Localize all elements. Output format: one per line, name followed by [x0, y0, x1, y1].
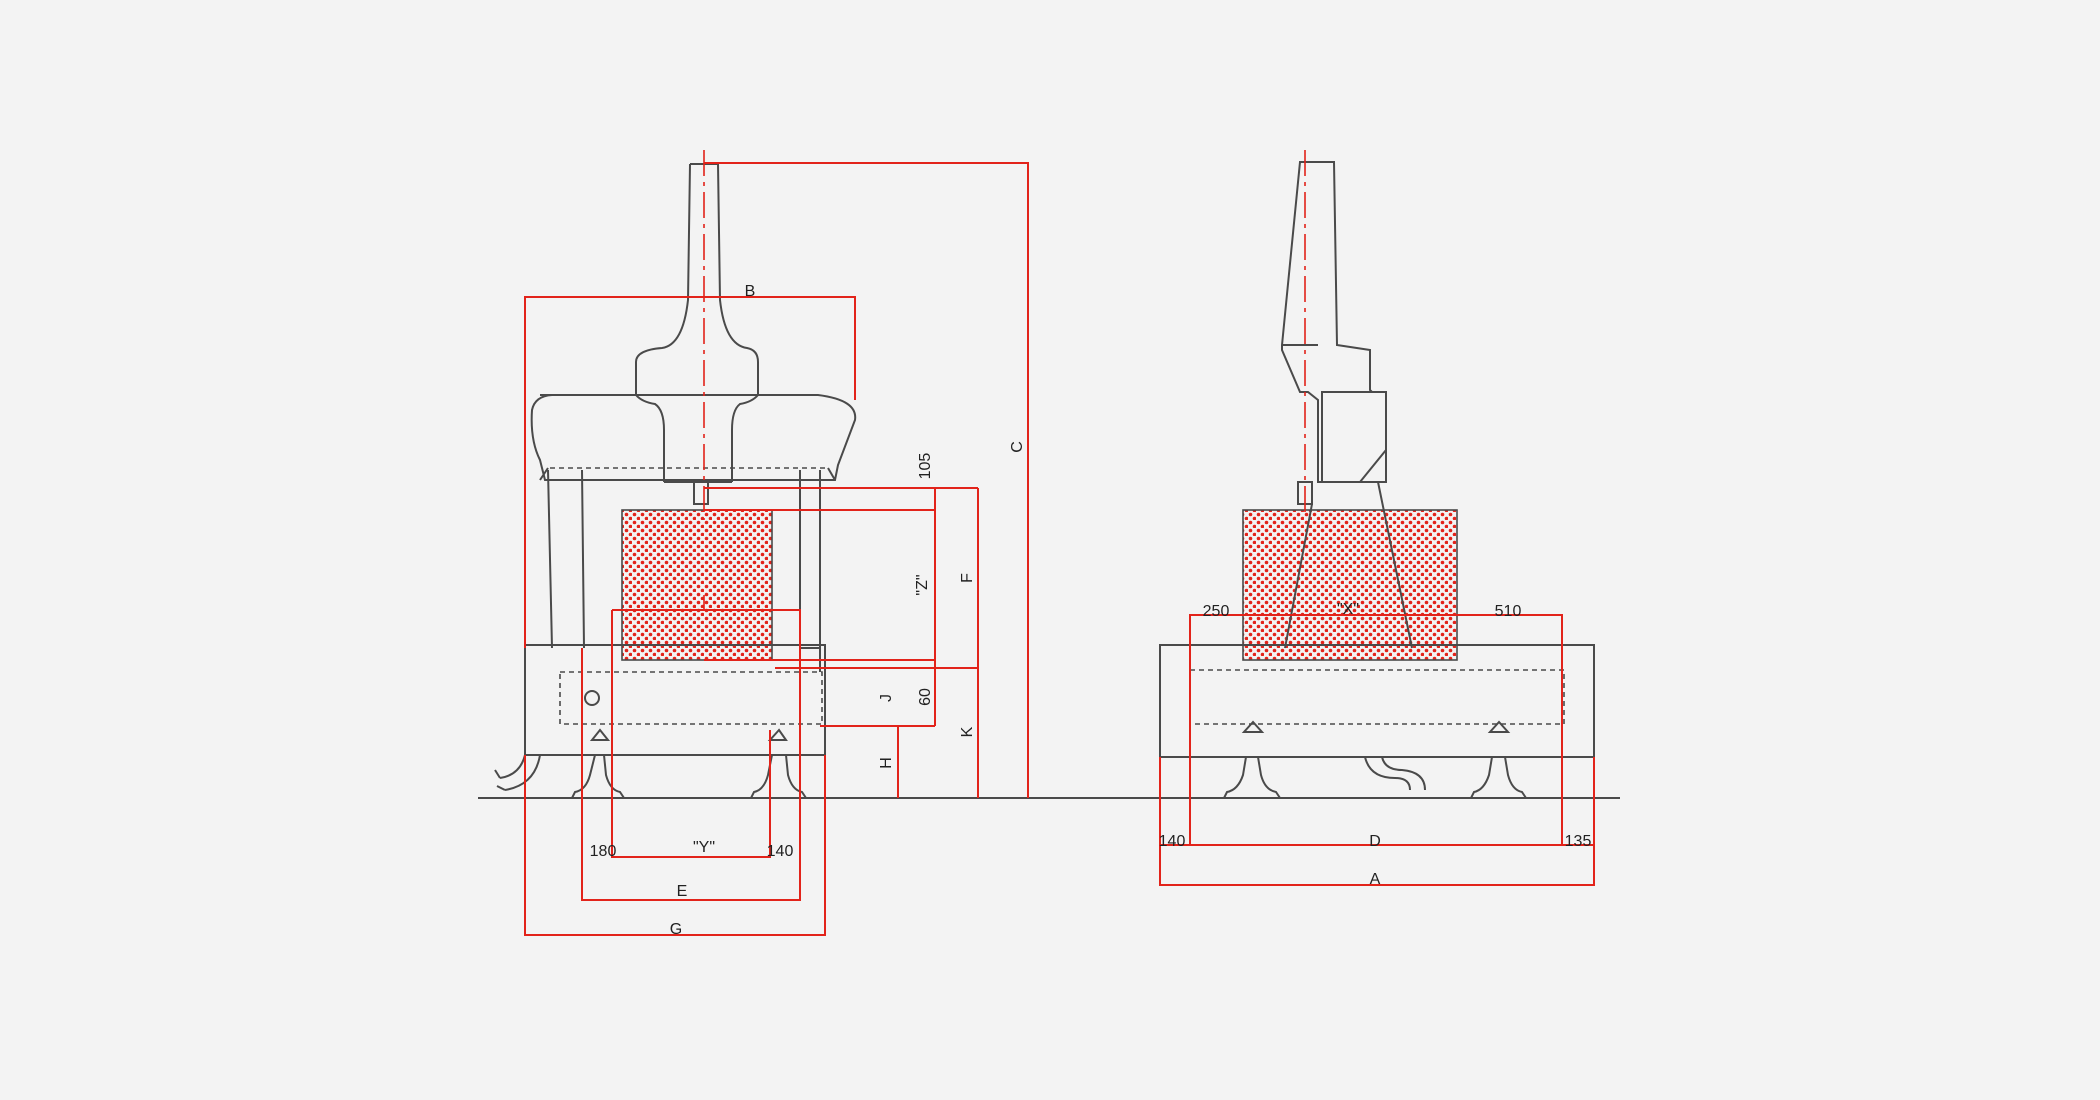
- side-measuring-volume: [1242, 509, 1458, 661]
- front-right-foot: [749, 728, 808, 799]
- dim-b-line: [524, 296, 856, 648]
- front-left-leg: [547, 469, 585, 649]
- side-quill: [1281, 161, 1387, 483]
- dim-z-lines: [704, 487, 978, 669]
- label-510: 510: [1495, 603, 1522, 620]
- label-60: 60: [917, 688, 934, 706]
- label-140-side: 140: [1159, 833, 1186, 850]
- label-c: C: [1009, 441, 1026, 453]
- label-h: H: [878, 757, 895, 769]
- label-z: "Z": [914, 574, 931, 595]
- label-250: 250: [1203, 603, 1230, 620]
- label-180: 180: [590, 843, 617, 860]
- front-measuring-volume: [621, 509, 773, 661]
- front-cable: [494, 754, 541, 791]
- dim-jh-lines: [820, 725, 935, 798]
- dim-x-rect: [1189, 614, 1563, 845]
- side-cable: [1364, 756, 1426, 791]
- side-granite-table: [1159, 644, 1595, 758]
- side-leg-lines: [1284, 481, 1413, 649]
- label-x: "X": [1337, 601, 1359, 618]
- front-beam-inner-line-right: [827, 467, 836, 481]
- front-view: [478, 150, 1620, 936]
- side-left-foot: [1222, 720, 1282, 799]
- label-k: K: [959, 726, 976, 737]
- label-b: B: [745, 283, 756, 300]
- front-table-inner-dashed: [559, 671, 823, 725]
- front-beam-inner-line: [539, 467, 549, 481]
- front-quill: [635, 163, 759, 483]
- front-granite-table: [524, 644, 826, 756]
- dim-d-line: [1159, 757, 1595, 886]
- side-carriage: [1321, 391, 1387, 483]
- label-j: J: [878, 694, 895, 702]
- label-a: A: [1370, 871, 1381, 888]
- side-view: [1159, 150, 1595, 886]
- front-right-leg: [799, 470, 821, 672]
- front-table-knob: [584, 690, 600, 706]
- label-d: D: [1369, 833, 1381, 850]
- dim-c-line: [704, 162, 1029, 798]
- label-y: "Y": [693, 839, 715, 856]
- label-105: 105: [917, 453, 934, 480]
- side-table-inner-dashed: [1189, 669, 1565, 725]
- label-e: E: [677, 883, 688, 900]
- label-135: 135: [1565, 833, 1592, 850]
- label-140-front: 140: [767, 843, 794, 860]
- label-g: G: [670, 921, 682, 938]
- front-left-foot: [570, 728, 626, 799]
- dim-y-rect: [581, 609, 801, 901]
- side-right-foot: [1469, 720, 1528, 799]
- front-probe: [693, 481, 709, 505]
- dim-g-rect: [524, 755, 826, 936]
- front-bridge-beam: [530, 394, 857, 481]
- label-f: F: [959, 573, 976, 583]
